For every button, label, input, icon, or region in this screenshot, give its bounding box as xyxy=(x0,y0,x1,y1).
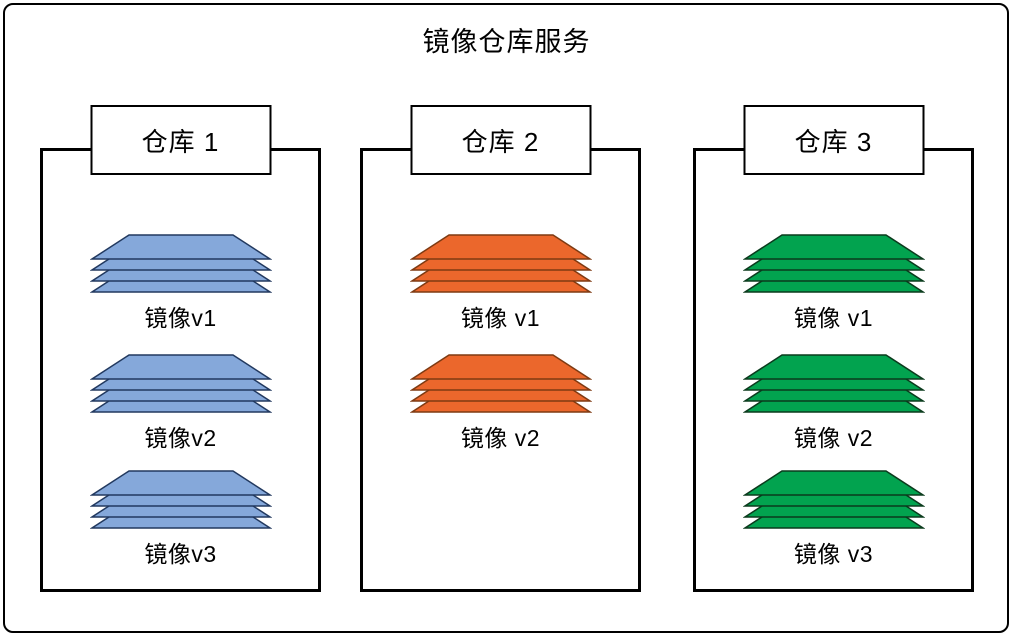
image-label: 镜像 v3 xyxy=(793,541,874,567)
image-layers-icon xyxy=(89,234,272,293)
repository-label-3: 仓库 3 xyxy=(743,105,924,175)
image-stack: 镜像 v1 xyxy=(409,234,592,333)
repository-box-1: 仓库 1 镜像v1 镜像v2 xyxy=(40,105,321,592)
image-label: 镜像v1 xyxy=(144,305,217,331)
image-layers-icon xyxy=(742,234,925,293)
image-label: 镜像 v2 xyxy=(460,425,541,451)
repository-box-3: 仓库 3 镜像 v1 镜像 v2 xyxy=(693,105,974,592)
image-layers-icon xyxy=(409,354,592,413)
image-layers-icon xyxy=(89,354,272,413)
image-layers-icon xyxy=(742,354,925,413)
repository-box-2: 仓库 2 镜像 v1 镜像 v2 xyxy=(360,105,641,592)
repository-label-2: 仓库 2 xyxy=(410,105,591,175)
image-stack: 镜像v2 xyxy=(89,354,272,453)
layer-plate xyxy=(742,470,925,496)
layer-plate xyxy=(742,354,925,380)
image-label: 镜像 v2 xyxy=(793,425,874,451)
repository-label-1: 仓库 1 xyxy=(90,105,271,175)
image-stack: 镜像v1 xyxy=(89,234,272,333)
image-stack: 镜像 v3 xyxy=(742,470,925,569)
image-stack: 镜像 v1 xyxy=(742,234,925,333)
image-stack: 镜像 v2 xyxy=(409,354,592,453)
image-label: 镜像 v1 xyxy=(793,305,874,331)
outer-border xyxy=(3,3,1009,633)
image-layers-icon xyxy=(742,470,925,529)
layer-plate xyxy=(742,234,925,260)
layer-plate xyxy=(89,470,272,496)
diagram-title: 镜像仓库服务 xyxy=(422,27,591,57)
image-layers-icon xyxy=(409,234,592,293)
image-label: 镜像v2 xyxy=(144,425,217,451)
layer-plate xyxy=(409,354,592,380)
image-label: 镜像v3 xyxy=(144,541,217,567)
image-label: 镜像 v1 xyxy=(460,305,541,331)
image-stack: 镜像v3 xyxy=(89,470,272,569)
image-layers-icon xyxy=(89,470,272,529)
layer-plate xyxy=(89,354,272,380)
layer-plate xyxy=(89,234,272,260)
image-stack: 镜像 v2 xyxy=(742,354,925,453)
layer-plate xyxy=(409,234,592,260)
